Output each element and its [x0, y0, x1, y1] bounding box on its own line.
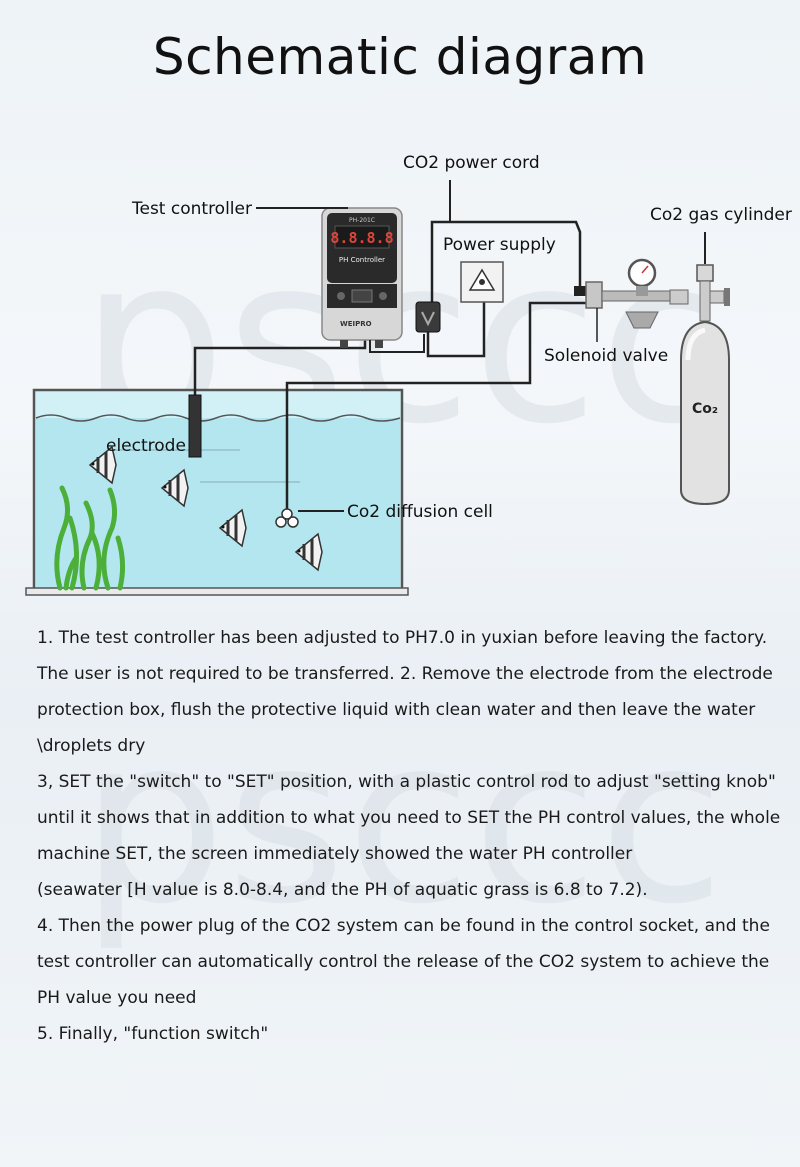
- aquatic-grass: [54, 485, 126, 591]
- ph-controller: PH-201C 8.8.8.8 PH Controller WEIPRO: [321, 207, 403, 348]
- instruction-line: machine SET, the screen immediately show…: [37, 844, 633, 864]
- label-co2-gas-cylinder: Co2 gas cylinder: [650, 205, 792, 225]
- angelfish-3: [218, 508, 247, 548]
- controller-display: 8.8.8.8: [330, 229, 393, 247]
- controller-name: PH Controller: [339, 256, 385, 264]
- instruction-line: test controller can automatically contro…: [37, 952, 770, 972]
- co2-plug-module: [369, 220, 582, 358]
- power-socket: [460, 261, 504, 303]
- instruction-line: (seawater [H value is 8.0-8.4, and the P…: [37, 880, 648, 900]
- controller-brand: WEIPRO: [340, 320, 372, 328]
- label-co2-power-cord: CO2 power cord: [403, 153, 540, 173]
- instruction-line: \droplets dry: [37, 736, 146, 756]
- co2-diffusion-cell: [275, 301, 588, 528]
- angelfish-1: [88, 445, 117, 485]
- instruction-line: 3, SET the "switch" to "SET" position, w…: [37, 772, 776, 792]
- label-power-supply: Power supply: [443, 235, 556, 255]
- angelfish-4: [294, 532, 323, 572]
- instruction-line: 4. Then the power plug of the CO2 system…: [37, 916, 770, 936]
- cylinder-mark: Co₂: [692, 401, 718, 417]
- label-electrode: electrode: [106, 436, 186, 456]
- controller-model: PH-201C: [349, 217, 375, 224]
- callout-lines: [256, 180, 706, 512]
- electrode-probe: [188, 340, 367, 458]
- instruction-line: protection box, flush the protective liq…: [37, 700, 756, 720]
- co2-gas-cylinder: Co₂: [680, 320, 730, 506]
- instruction-line: 5. Finally, "function switch": [37, 1024, 269, 1044]
- instructions-text: 1. The test controller has been adjusted…: [37, 620, 792, 1052]
- co2-regulator: [601, 258, 730, 329]
- instruction-line: The user is not required to be transferr…: [37, 664, 773, 684]
- instruction-line: PH value you need: [37, 988, 197, 1008]
- instruction-line: 1. The test controller has been adjusted…: [37, 628, 768, 648]
- label-test-controller: Test controller: [131, 199, 252, 219]
- label-solenoid-valve: Solenoid valve: [544, 346, 668, 366]
- aquarium-tank: [25, 388, 409, 596]
- angelfish-2: [160, 468, 189, 508]
- label-co2-diffusion-cell: Co2 diffusion cell: [347, 502, 493, 522]
- page-title: Schematic diagram: [152, 28, 648, 86]
- watermark-bottom: psccc: [80, 688, 725, 955]
- instruction-line: until it shows that in addition to what …: [37, 808, 781, 828]
- solenoid-valve: [574, 281, 603, 342]
- schematic-diagram: PH-201C 8.8.8.8 PH Controller WEIPRO: [25, 153, 792, 596]
